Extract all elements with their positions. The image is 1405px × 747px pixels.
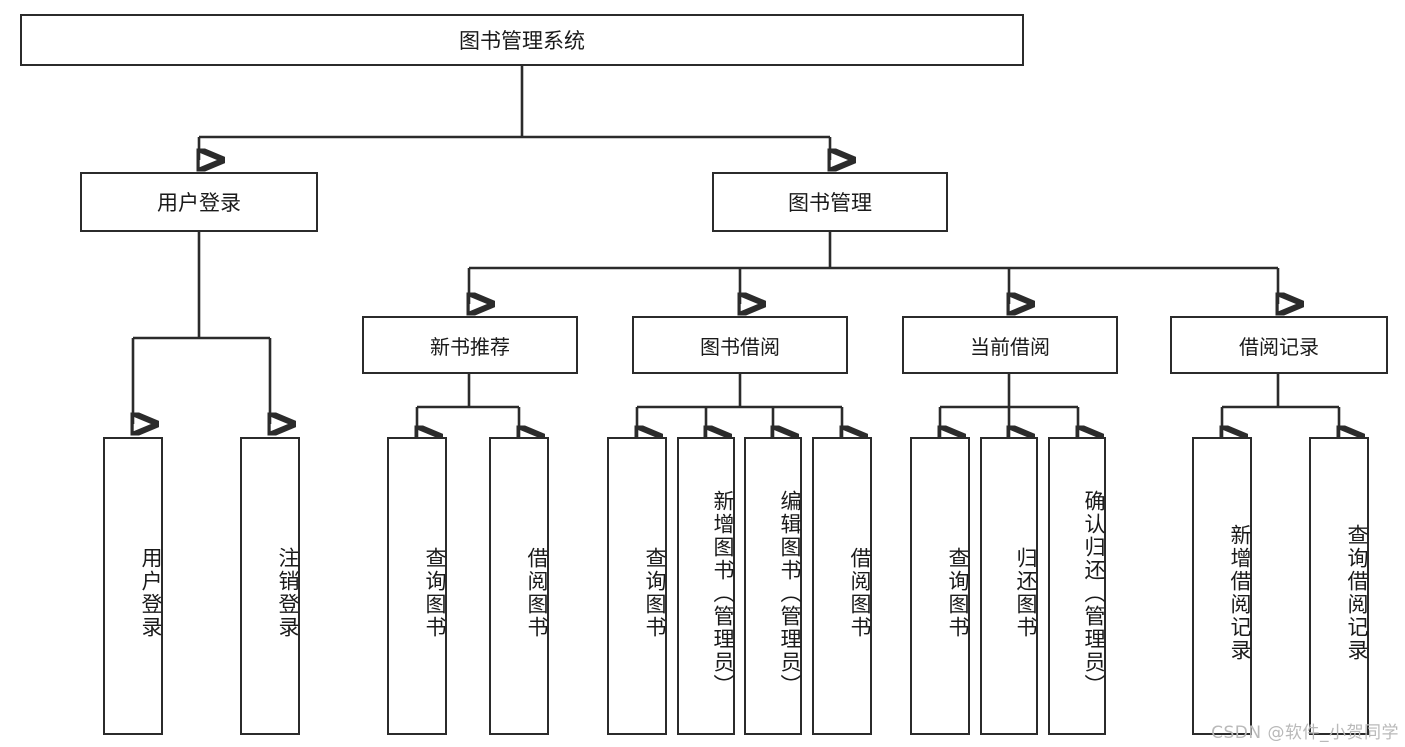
node-leaf-add-borrow-record[interactable]: 新增借阅记录 (1192, 437, 1252, 735)
csdn-watermark: CSDN @软件_小贺同学 (1211, 723, 1399, 743)
node-leaf-edit-book-admin[interactable]: 编辑图书（管理员） (744, 437, 802, 735)
node-label: 查询图书 (423, 547, 447, 639)
node-new-book-recommend[interactable]: 新书推荐 (362, 316, 578, 374)
node-label: 当前借阅 (970, 334, 1050, 359)
node-book-borrow[interactable]: 图书借阅 (632, 316, 848, 374)
node-leaf-confirm-return-admin[interactable]: 确认归还（管理员） (1048, 437, 1106, 735)
node-label: 用户登录 (157, 191, 241, 215)
node-borrow-record[interactable]: 借阅记录 (1170, 316, 1388, 374)
node-label: 借阅图书 (848, 547, 872, 639)
node-label: 新增借阅记录 (1228, 524, 1252, 662)
node-leaf-query-book-current[interactable]: 查询图书 (910, 437, 970, 735)
node-label: 注销登录 (276, 547, 300, 639)
node-label: 用户登录 (139, 547, 163, 639)
node-label: 图书管理 (788, 191, 872, 215)
node-leaf-query-book-borrow[interactable]: 查询图书 (607, 437, 667, 735)
node-root-book-management-system[interactable]: 图书管理系统 (20, 14, 1024, 66)
node-user-login[interactable]: 用户登录 (80, 172, 318, 232)
node-book-management[interactable]: 图书管理 (712, 172, 948, 232)
node-label: 编辑图书（管理员） (778, 489, 802, 697)
node-leaf-lend-book[interactable]: 借阅图书 (812, 437, 872, 735)
node-leaf-query-book-newbook[interactable]: 查询图书 (387, 437, 447, 735)
node-leaf-user-login[interactable]: 用户登录 (103, 437, 163, 735)
node-label: 新增图书（管理员） (711, 489, 735, 697)
node-label: 借阅图书 (525, 547, 549, 639)
node-label: 借阅记录 (1239, 334, 1319, 359)
node-label: 新书推荐 (430, 334, 510, 359)
node-label: 查询借阅记录 (1345, 524, 1369, 662)
node-label: 查询图书 (643, 547, 667, 639)
node-label: 图书借阅 (700, 334, 780, 359)
node-label: 归还图书 (1014, 547, 1038, 639)
node-leaf-query-borrow-record[interactable]: 查询借阅记录 (1309, 437, 1369, 735)
node-current-borrow[interactable]: 当前借阅 (902, 316, 1118, 374)
node-label: 查询图书 (946, 547, 970, 639)
node-leaf-return-book[interactable]: 归还图书 (980, 437, 1038, 735)
node-leaf-borrow-book-newbook[interactable]: 借阅图书 (489, 437, 549, 735)
node-label: 图书管理系统 (459, 29, 585, 53)
node-label: 确认归还（管理员） (1082, 489, 1106, 697)
node-leaf-logout[interactable]: 注销登录 (240, 437, 300, 735)
node-leaf-add-book-admin[interactable]: 新增图书（管理员） (677, 437, 735, 735)
